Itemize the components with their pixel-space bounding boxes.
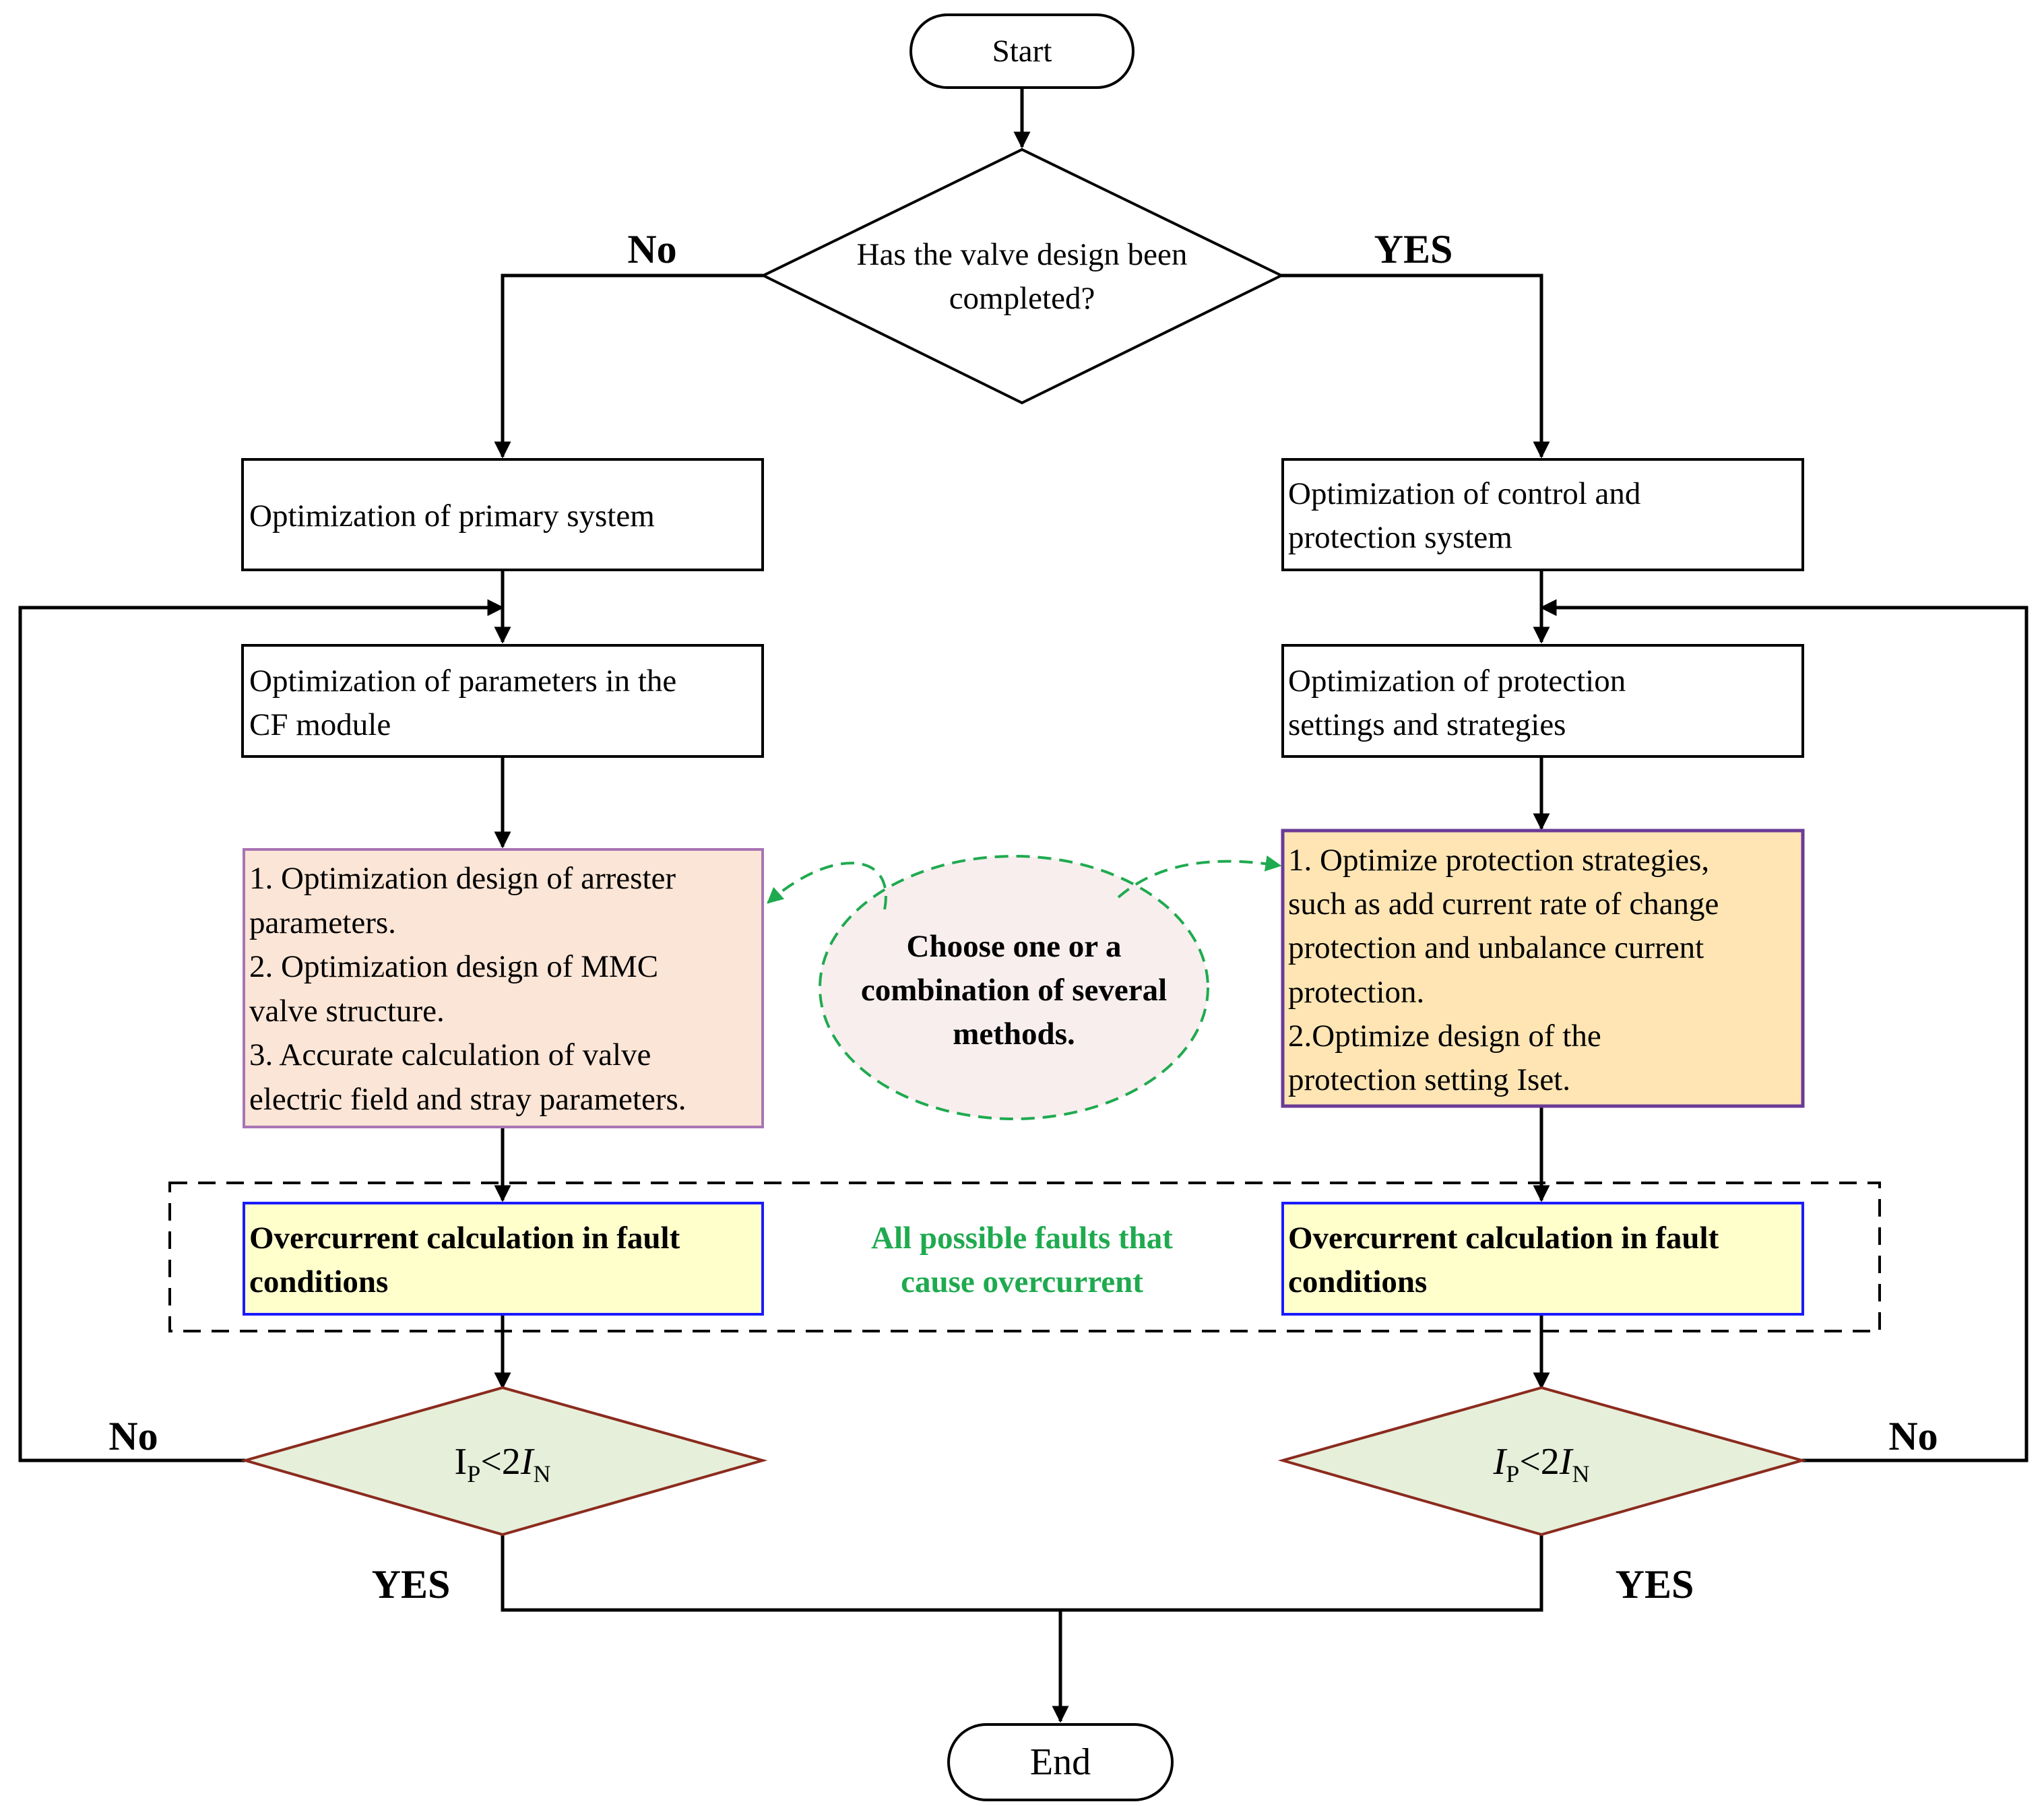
choose-note-line-2: combination of several [861, 973, 1167, 1008]
right-box1-line-1: Optimization of control and [1288, 476, 1640, 511]
top-no-label: No [627, 227, 676, 271]
start-label: Start [992, 34, 1052, 69]
right-decision-condition: IP<2IN [1493, 1441, 1590, 1487]
right-methods-line-1: 1. Optimize protection strategies, [1288, 843, 1709, 878]
connectors [18, 88, 2029, 1723]
choose-methods-note: Choose one or a combination of several m… [819, 855, 1209, 1120]
left-box2-line-2: CF module [249, 707, 391, 742]
left-decision-condition: IP<2IN [455, 1441, 551, 1487]
left-methods-line-3: 2. Optimization design of MMC [249, 949, 658, 984]
fault-region [168, 1182, 1881, 1332]
left-methods-line-5: 3. Accurate calculation of valve [249, 1037, 651, 1072]
decision-line-1: Has the valve design been [857, 237, 1188, 272]
right-methods-box: 1. Optimize protection strategies, such … [1281, 829, 1805, 1108]
faults-note-line-2: cause overcurrent [901, 1264, 1143, 1299]
note-arrow-left [767, 862, 887, 910]
end-terminal: End [947, 1723, 1174, 1801]
decision-valve-design: Has the valve design been completed? [760, 148, 1285, 405]
left-primary-system-box: Optimization of primary system [241, 458, 764, 571]
left-overcurrent-calc-box: Overcurrent calculation in fault conditi… [243, 1202, 764, 1316]
right-protection-settings-box: Optimization of protection settings and … [1281, 644, 1804, 758]
choose-note-line-3: methods. [953, 1017, 1075, 1052]
right-yes-label: YES [1616, 1562, 1694, 1607]
right-calc-line-1: Overcurrent calculation in fault [1288, 1221, 1719, 1256]
left-yes-label: YES [372, 1562, 451, 1607]
right-methods-line-3: protection and unbalance current [1288, 930, 1704, 965]
right-overcurrent-calc-box: Overcurrent calculation in fault conditi… [1281, 1202, 1804, 1316]
left-methods-box: 1. Optimization design of arrester param… [243, 848, 764, 1128]
right-box1-line-2: protection system [1288, 520, 1512, 555]
right-box2-line-1: Optimization of protection [1288, 664, 1626, 699]
right-methods-line-6: protection setting Iset. [1288, 1062, 1570, 1097]
left-box1-line-1: Optimization of primary system [249, 498, 655, 534]
right-no-label: No [1888, 1414, 1938, 1458]
right-current-decision: IP<2IN [1277, 1386, 1808, 1537]
choose-note-line-1: Choose one or a [907, 929, 1122, 964]
left-methods-line-4: valve structure. [249, 994, 445, 1029]
top-yes-label: YES [1374, 227, 1453, 271]
decision-line-2: completed? [949, 281, 1095, 316]
start-terminal: Start [909, 13, 1135, 89]
left-methods-line-6: electric field and stray parameters. [249, 1082, 686, 1117]
left-calc-line-1: Overcurrent calculation in fault [249, 1221, 680, 1256]
right-control-protection-box: Optimization of control and protection s… [1281, 458, 1804, 571]
left-no-label: No [108, 1414, 158, 1458]
right-box2-line-2: settings and strategies [1288, 707, 1566, 742]
end-label: End [1030, 1741, 1091, 1783]
left-cf-module-box: Optimization of parameters in the CF mod… [241, 644, 764, 758]
right-methods-line-2: such as add current rate of change [1288, 886, 1719, 922]
right-methods-line-5: 2.Optimize design of the [1288, 1019, 1601, 1054]
left-box2-line-1: Optimization of parameters in the [249, 664, 676, 699]
left-methods-line-2: parameters. [249, 905, 396, 940]
left-methods-line-1: 1. Optimization design of arrester [249, 861, 676, 896]
right-calc-line-2: conditions [1288, 1264, 1427, 1299]
left-current-decision: IP<2IN [240, 1386, 768, 1537]
left-calc-line-2: conditions [249, 1264, 388, 1299]
faults-note-line-1: All possible faults that [871, 1221, 1173, 1256]
right-methods-line-4: protection. [1288, 975, 1424, 1010]
